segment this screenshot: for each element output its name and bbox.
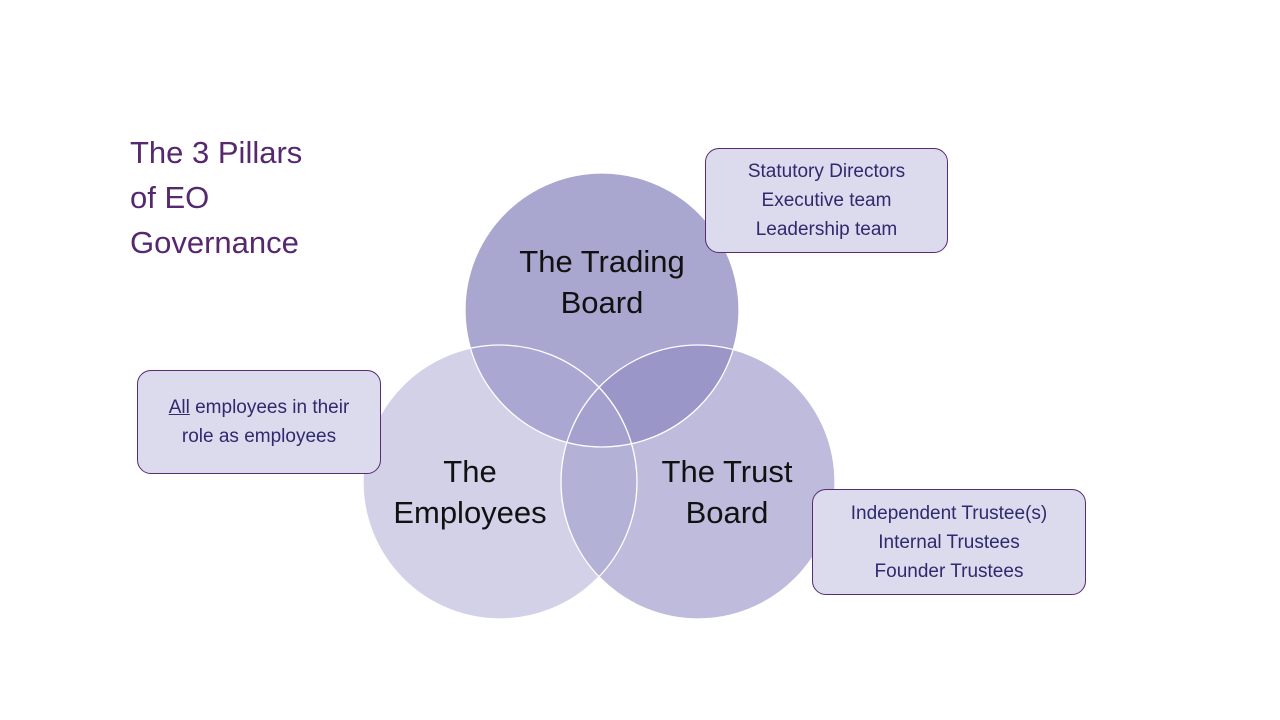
callout-trading-board: Statutory Directors Executive team Leade…	[705, 148, 948, 253]
label-employees-line1: The	[443, 454, 496, 489]
overlap-trading-trust	[561, 345, 739, 447]
title-line-2: of EO	[130, 180, 210, 215]
callout-trust-board: Independent Trustee(s) Internal Trustees…	[812, 489, 1086, 595]
callout-trust-line-3: Founder Trustees	[874, 560, 1024, 582]
outline-trading	[464, 172, 740, 448]
title-line-3: Governance	[130, 225, 299, 260]
callout-trading-line-2: Executive team	[761, 190, 892, 211]
title-line-1: The 3 Pillars	[130, 135, 303, 170]
label-trading-line2: Board	[561, 285, 644, 320]
label-trust-line1: The Trust	[662, 454, 793, 489]
label-trust-line2: Board	[686, 495, 769, 530]
callout-trading-line-3: Leadership team	[755, 219, 898, 240]
label-trading-line1: The Trading	[519, 244, 684, 279]
label-employees-line2: Employees	[393, 495, 546, 530]
callout-employees: All employees in their role as employees	[137, 370, 381, 474]
slide-title: The 3 Pillars of EO Governance	[130, 130, 390, 265]
outline-employees	[362, 344, 638, 620]
callout-trust-line-1: Independent Trustee(s)	[850, 502, 1048, 524]
overlap-trading-employees	[465, 345, 637, 447]
callout-employees-line-1: All employees in their	[138, 393, 380, 422]
callout-employees-underlined: All	[168, 397, 190, 418]
callout-employees-line-1-rest: employees in their	[189, 397, 350, 418]
outline-trust	[560, 344, 836, 620]
callout-trust-line-2: Internal Trustees	[878, 531, 1020, 553]
callout-trading-line-1: Statutory Directors	[747, 161, 906, 182]
callout-employees-line-2: role as employees	[181, 426, 337, 447]
